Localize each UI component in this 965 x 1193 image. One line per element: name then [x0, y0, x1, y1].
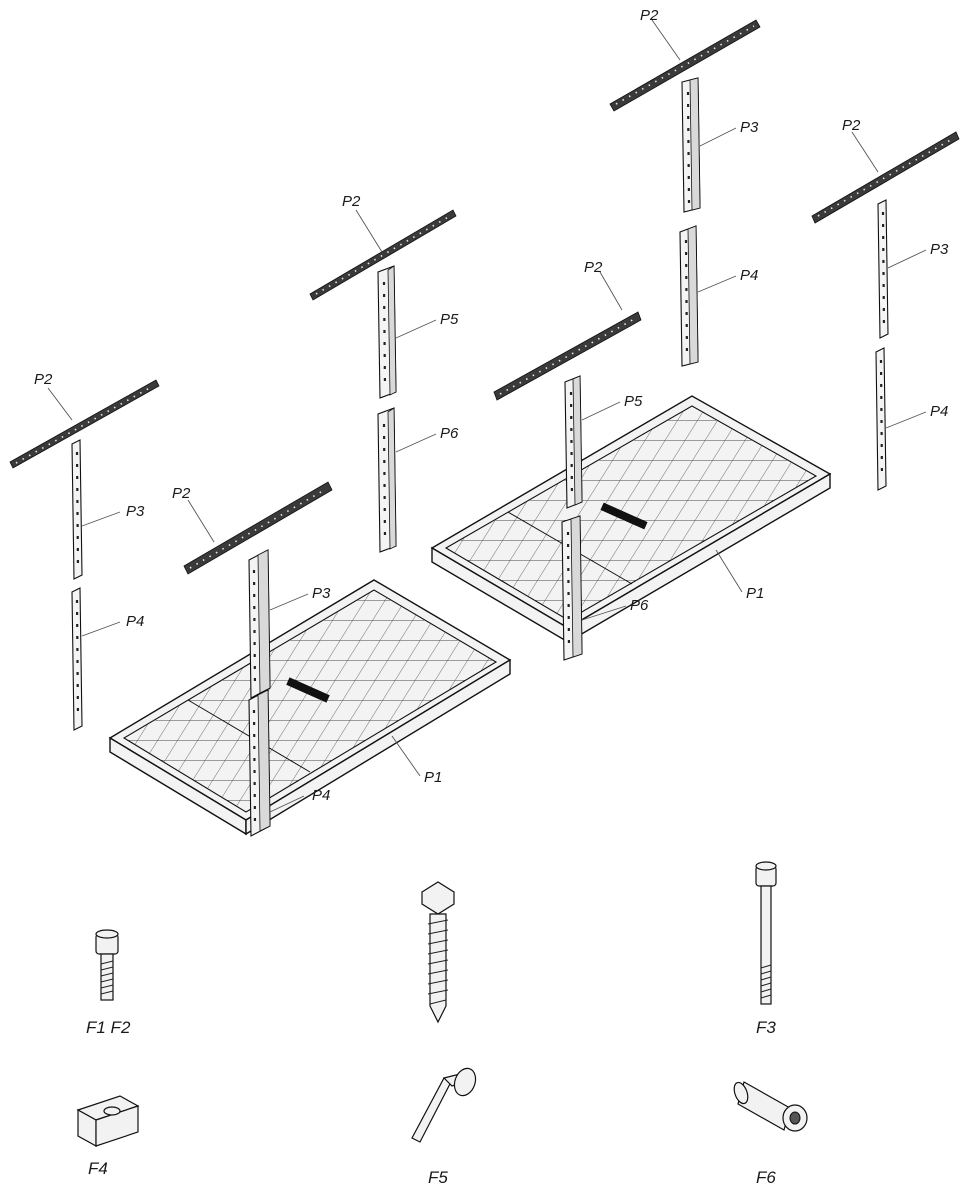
right-platform-p1: [430, 395, 832, 644]
left-platform-post-p4: [248, 689, 271, 837]
label-mid-post-p5: P5: [624, 393, 643, 410]
label-lc-rail-p2: P2: [342, 193, 361, 210]
left-rail-p2: [9, 379, 160, 469]
left-post-p3: [71, 439, 83, 580]
label-hardware-f3: F3: [756, 1018, 776, 1037]
leader-lines: [47, 19, 927, 813]
label-lc-post-p6: P6: [440, 425, 459, 442]
top-post-p3: [681, 77, 701, 213]
left-platform-p1: [108, 579, 512, 836]
left-platform-rail-p2: [183, 481, 333, 575]
label-right-post-p3: P3: [930, 241, 949, 258]
label-left-rail-p2: P2: [34, 371, 53, 388]
label-hardware-f1-f2: F1 F2: [86, 1018, 131, 1037]
left-platform-post-p3: [248, 549, 271, 699]
label-top-rail-p2: P2: [640, 7, 659, 24]
hardware-f5-hook-pin: [411, 1067, 477, 1143]
label-hardware-f4: F4: [88, 1159, 108, 1178]
label-mid-rail-p2: P2: [584, 259, 603, 276]
right-rail-p2: [811, 131, 960, 224]
label-top-post-p4: P4: [740, 267, 758, 284]
label-mid-post-p6: P6: [630, 597, 649, 614]
hardware-f6-spacer: [733, 1081, 808, 1132]
hardware-f4-square-nut: [76, 1095, 140, 1148]
label-right-rail-p2: P2: [842, 117, 861, 134]
label-lp-frame-p1: P1: [424, 769, 442, 786]
label-lp-rail-p2: P2: [172, 485, 191, 502]
label-hardware-f6: F6: [756, 1168, 776, 1187]
label-lp-post-p4: P4: [312, 787, 330, 804]
hardware-lag-screw: [421, 881, 455, 1024]
lc-post-p6: [377, 407, 397, 553]
right-post-p3: [877, 199, 889, 339]
label-lc-post-p5: P5: [440, 311, 459, 328]
label-hardware-f5: F5: [428, 1168, 448, 1187]
label-left-post-p4: P4: [126, 613, 144, 630]
top-rail-p2: [609, 19, 761, 112]
label-lp-post-p3: P3: [312, 585, 331, 602]
hardware-f3-long-bolt: [755, 861, 777, 1005]
hardware-f1-f2-bolt: [95, 929, 119, 1001]
label-right-post-p4: P4: [930, 403, 948, 420]
label-rp-frame-p1: P1: [746, 585, 764, 602]
mid-post-p6: [561, 515, 583, 661]
label-top-post-p3: P3: [740, 119, 759, 136]
top-post-p4: [679, 225, 699, 367]
mid-post-p5: [564, 375, 583, 509]
left-post-p4: [71, 587, 83, 731]
lc-rail-p2: [309, 209, 457, 301]
mid-rail-p2: [493, 311, 642, 401]
label-left-post-p3: P3: [126, 503, 145, 520]
right-post-p4: [875, 347, 887, 491]
lc-post-p5: [377, 265, 397, 399]
